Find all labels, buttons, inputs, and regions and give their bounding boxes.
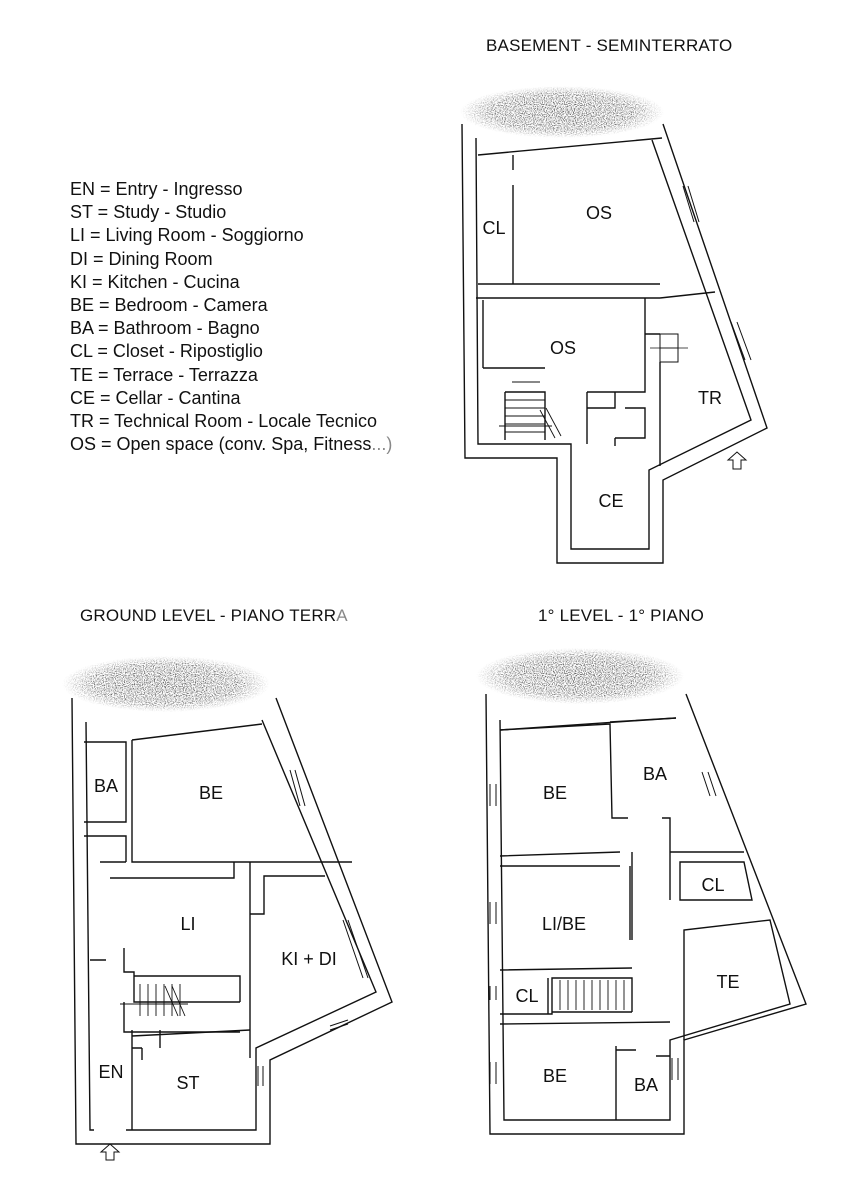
- room-label: CL: [701, 875, 724, 895]
- ground-level-title: GROUND LEVEL - PIANO TERRA: [80, 606, 348, 626]
- basement-partition: [477, 137, 663, 285]
- legend-item: LI = Living Room - Soggiorno: [70, 225, 304, 246]
- room-label: ST: [176, 1073, 199, 1093]
- first-partition: [499, 851, 633, 940]
- basement-stairs: [499, 381, 562, 439]
- room-label: BA: [643, 764, 667, 784]
- first-level-title: 1° LEVEL - 1° PIANO: [538, 606, 705, 625]
- first-level-plan: [476, 648, 807, 1135]
- ground-window: [257, 769, 369, 1086]
- legend-item-tail: ...): [371, 434, 393, 455]
- first-partition: [499, 717, 744, 900]
- basement-window: [682, 185, 752, 361]
- first-partition: [499, 1021, 671, 1120]
- vegetation-hatch: [476, 648, 684, 704]
- ground-stair-wall: [90, 948, 241, 1033]
- ground-partition: [131, 1029, 251, 1130]
- room-label: BE: [543, 1066, 567, 1086]
- basement-outer-wall: [461, 123, 768, 564]
- vegetation-hatch: [460, 86, 664, 138]
- room-label: TR: [698, 388, 722, 408]
- room-label: BA: [634, 1075, 658, 1095]
- room-label: BA: [94, 776, 118, 796]
- legend-item: KI = Kitchen - Cucina: [70, 271, 240, 292]
- basement-title: BASEMENT - SEMINTERRATO: [486, 36, 733, 55]
- ground-inner-wall: [85, 719, 377, 1131]
- ground-labels: BA BE LI KI + DI EN ST: [94, 776, 337, 1093]
- room-label: CE: [598, 491, 623, 511]
- ground-partition: [131, 723, 352, 863]
- legend-item: TR = Technical Room - Locale Tecnico: [70, 411, 377, 432]
- first-partition: [499, 967, 633, 1015]
- room-label: KI + DI: [281, 949, 337, 969]
- legend-item: ST = Study - Studio: [70, 202, 227, 223]
- room-label: TE: [716, 972, 739, 992]
- ground-outer-wall: [71, 697, 393, 1145]
- legend-item: CE = Cellar - Cantina: [70, 387, 241, 408]
- first-labels: BE BA CL LI/BE TE CL BE BA: [515, 764, 739, 1095]
- first-stairs: [559, 980, 625, 1010]
- basement-entry-arrow-icon: [726, 451, 748, 470]
- first-partition: [500, 865, 631, 940]
- room-label: CL: [515, 986, 538, 1006]
- legend-item: CL = Closet - Ripostiglio: [70, 341, 263, 362]
- room-label: LI/BE: [542, 914, 586, 934]
- legend-item: BA = Bathroom - Bagno: [70, 318, 260, 339]
- legend-item: DI = Dining Room: [70, 248, 213, 269]
- basement-partition: [586, 392, 646, 446]
- room-label: BE: [199, 783, 223, 803]
- room-label: EN: [98, 1062, 123, 1082]
- room-label: OS: [550, 338, 576, 358]
- legend-item: EN = Entry - Ingresso: [70, 179, 243, 199]
- ground-entry-arrow-icon: [99, 1143, 121, 1161]
- basement-plan: [460, 86, 768, 564]
- first-window: [489, 771, 717, 1084]
- room-label: CL: [482, 218, 505, 238]
- legend: EN = Entry - Ingresso ST = Study - Studi…: [70, 178, 392, 456]
- ground-level-title-text: GROUND LEVEL - PIANO TERR: [80, 606, 337, 625]
- ground-level-title-tail: A: [336, 606, 348, 625]
- legend-item: OS = Open space (conv. Spa, Fitness...): [70, 433, 392, 456]
- room-label: BE: [543, 783, 567, 803]
- vegetation-hatch: [62, 656, 270, 712]
- room-label: LI: [180, 914, 195, 934]
- basement-partition: [476, 291, 716, 393]
- basement-inner-wall: [475, 137, 752, 550]
- ground-partition: [110, 862, 325, 1058]
- first-partition: [679, 861, 753, 901]
- legend-item: BE = Bedroom - Camera: [70, 295, 268, 316]
- ground-level-plan: [62, 656, 393, 1161]
- first-outer-wall: [485, 693, 807, 1135]
- legend-item-text: OS = Open space (conv. Spa, Fitness: [70, 434, 372, 455]
- legend-item: TE = Terrace - Terrazza: [70, 364, 258, 385]
- ground-stairs: [120, 984, 188, 1017]
- ground-partition: [84, 741, 127, 863]
- room-label: OS: [586, 203, 612, 223]
- basement-labels: CL OS OS TR CE: [482, 203, 722, 511]
- basement-stair-wall: [482, 300, 546, 440]
